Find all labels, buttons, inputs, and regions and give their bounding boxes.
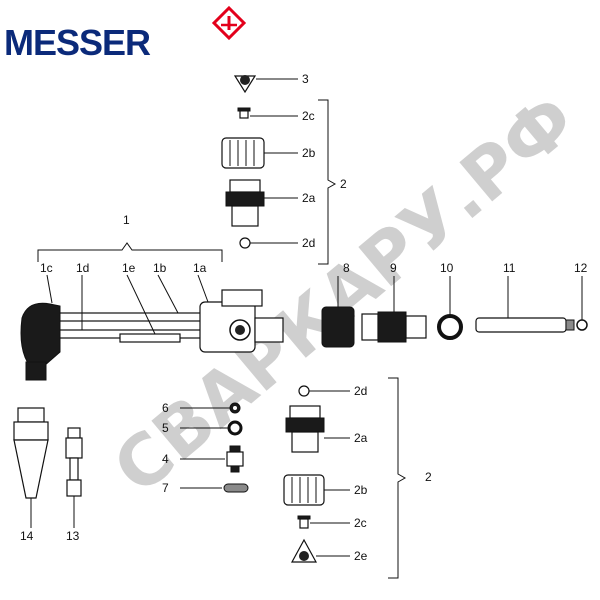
bracket-2-bottom [388, 377, 407, 579]
label-2d-bottom: 2d [354, 384, 367, 398]
bracket-1 [37, 242, 223, 262]
messer-logo: MESSER [4, 5, 247, 63]
knurled-sleeve-part-2b-bottom [283, 474, 350, 506]
washer-part-2d-top [239, 237, 298, 249]
label-2-top: 2 [340, 177, 347, 191]
label-2b-top: 2b [302, 146, 316, 160]
label-2e-bottom: 2e [354, 549, 368, 563]
label-7: 7 [162, 481, 169, 495]
label-2b-bottom: 2b [354, 483, 368, 497]
nozzle-cap-part-3 [233, 75, 298, 94]
washer-part-6 [180, 402, 241, 414]
label-5: 5 [162, 421, 169, 435]
torch-handle-part-1 [20, 274, 284, 381]
pin-part-2c-top [237, 107, 298, 119]
label-1e: 1e [122, 261, 136, 275]
label-4: 4 [162, 452, 169, 466]
washer-part-2d-bottom [298, 385, 350, 397]
label-1b: 1b [153, 261, 167, 275]
label-3: 3 [302, 72, 309, 86]
valve-spindle-part-4 [180, 445, 244, 473]
hose-nipple-part-11 [475, 276, 575, 333]
pin-part-2c-bottom [297, 515, 350, 529]
label-1: 1 [123, 213, 130, 227]
o-ring-part-10 [437, 276, 463, 340]
washer-part-12 [576, 276, 588, 331]
watermark: СВАРКАРУ.РФ [98, 78, 591, 510]
label-6: 6 [162, 401, 169, 415]
label-14: 14 [20, 529, 34, 543]
cartridge-body-part-2a-top [225, 179, 298, 227]
brand-name: MESSER [4, 22, 151, 63]
label-2a-top: 2a [302, 191, 316, 205]
nut-part-8 [321, 276, 355, 348]
fitting-part-9 [361, 276, 427, 343]
injector-part-13 [65, 427, 83, 528]
label-2a-bottom: 2a [354, 431, 368, 445]
svg-text:СВАРКАРУ.РФ: СВАРКАРУ.РФ [98, 78, 591, 510]
label-2d-top: 2d [302, 236, 315, 250]
label-1c: 1c [40, 261, 53, 275]
brand-emblem-icon [211, 5, 247, 41]
label-11: 11 [503, 261, 516, 275]
cartridge-body-part-2a-bottom [285, 405, 350, 453]
label-8: 8 [343, 261, 350, 275]
label-2c-bottom: 2c [354, 516, 367, 530]
label-1a: 1a [193, 261, 207, 275]
bracket-2-top [318, 99, 337, 265]
label-2-bottom: 2 [425, 470, 432, 484]
label-13: 13 [66, 529, 80, 543]
label-1d: 1d [76, 261, 89, 275]
o-ring-part-5 [180, 420, 243, 436]
nozzle-cap-part-2e [290, 538, 350, 563]
label-12: 12 [574, 261, 588, 275]
label-2c-top: 2c [302, 109, 315, 123]
label-9: 9 [390, 261, 397, 275]
seal-part-7 [180, 483, 249, 493]
label-10: 10 [440, 261, 454, 275]
mixing-nozzle-part-14 [13, 407, 49, 528]
knurled-sleeve-part-2b-top [221, 137, 298, 169]
